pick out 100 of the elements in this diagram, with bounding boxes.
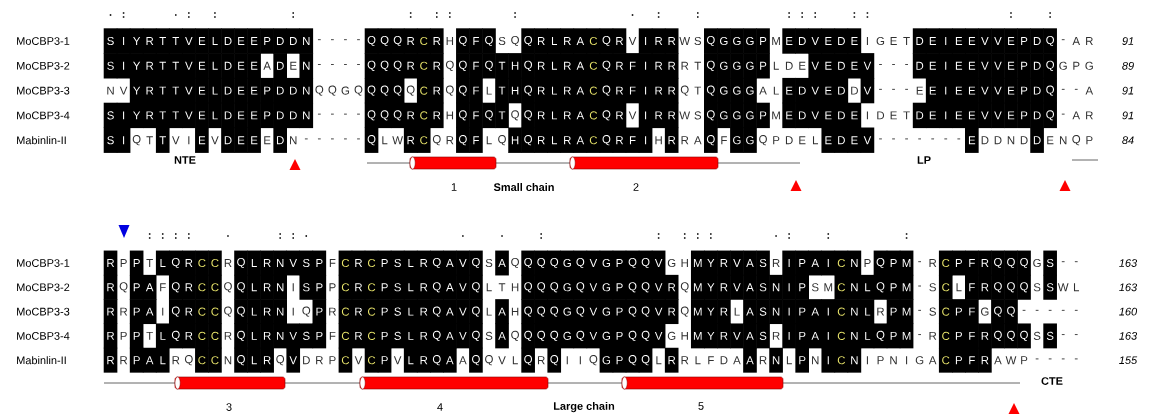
shaded-residue: E xyxy=(965,102,979,129)
residue: R xyxy=(1086,111,1093,120)
shaded-residue: E xyxy=(234,102,248,129)
residue: - xyxy=(1048,358,1052,360)
shaded-residue: S xyxy=(103,53,118,79)
residue: H xyxy=(446,37,454,45)
residue: L xyxy=(656,356,662,365)
shaded-residue: Q xyxy=(991,274,1005,300)
chain-label: Small chain xyxy=(493,183,554,192)
shaded-residue: Q xyxy=(991,323,1005,349)
residue: P xyxy=(773,136,780,145)
chain-label: Large chain xyxy=(554,401,615,413)
shaded-residue: I xyxy=(782,299,796,325)
shaded-residue: V xyxy=(730,250,744,276)
residue: - xyxy=(344,64,347,65)
shaded-residue: D xyxy=(795,28,809,54)
shaded-residue: V xyxy=(456,250,470,276)
shaded-residue: R xyxy=(560,102,575,129)
residue-count: 163 xyxy=(1119,332,1138,340)
shaded-residue: S xyxy=(299,323,314,349)
shaded-residue: P xyxy=(260,28,274,54)
shaded-residue: G xyxy=(730,127,744,153)
shaded-residue: V xyxy=(182,77,196,104)
shaded-residue: R xyxy=(103,347,118,373)
shaded-residue: C xyxy=(834,274,849,300)
shaded-residue: G xyxy=(560,323,575,349)
residue: - xyxy=(357,113,360,115)
residue: W xyxy=(679,37,691,45)
residue: - xyxy=(317,39,321,41)
shaded-residue: D xyxy=(273,127,287,153)
residue: A xyxy=(694,136,702,145)
shaded-residue: R xyxy=(182,250,196,276)
shaded-residue: L xyxy=(208,102,222,129)
shaded-residue: G xyxy=(730,28,744,54)
conservation-mark: : xyxy=(657,233,660,239)
shaded-residue: S xyxy=(299,274,314,300)
conservation-mark: : xyxy=(905,233,908,239)
shaded-residue: R xyxy=(260,274,274,300)
shaded-residue: F xyxy=(469,102,483,129)
shaded-residue: F xyxy=(965,299,979,325)
shaded-residue: Q xyxy=(547,347,562,373)
conservation-mark: . xyxy=(501,235,503,237)
shaded-residue: N xyxy=(299,28,314,54)
residue: P xyxy=(329,283,336,292)
shaded-residue: V xyxy=(286,323,301,349)
shaded-residue: V xyxy=(860,77,875,104)
shaded-residue: R xyxy=(664,347,679,373)
shaded-residue: Q xyxy=(1004,274,1018,300)
shaded-residue: P xyxy=(795,250,809,276)
conservation-mark: : xyxy=(214,12,216,18)
shaded-residue: E xyxy=(965,127,979,153)
residue: L xyxy=(382,136,388,145)
residue: N xyxy=(224,356,232,365)
shaded-residue: N xyxy=(273,299,287,325)
residue: R xyxy=(681,136,689,145)
shaded-residue: H xyxy=(508,127,522,153)
shaded-residue: D xyxy=(221,127,235,153)
conservation-mark: : xyxy=(188,233,190,239)
residue: Q xyxy=(589,355,598,366)
residue: H xyxy=(511,283,519,292)
shaded-residue: Q xyxy=(1004,299,1018,325)
residue: T xyxy=(146,259,153,267)
residue: S xyxy=(1033,283,1041,292)
residue: G xyxy=(1033,258,1041,268)
shaded-residue: L xyxy=(247,323,261,349)
residue: E xyxy=(916,86,923,95)
shaded-residue: Q xyxy=(234,347,248,373)
shaded-residue: V xyxy=(808,28,823,54)
residue: S xyxy=(811,283,819,292)
conservation-mark: : xyxy=(683,233,686,239)
residue: A xyxy=(263,61,271,70)
residue: I xyxy=(906,356,908,365)
shaded-residue: D xyxy=(273,102,287,129)
residue: R xyxy=(120,307,128,316)
shaded-residue: E xyxy=(782,77,796,104)
shaded-residue: L xyxy=(547,127,562,153)
residue: Q xyxy=(132,135,141,146)
shaded-residue: D xyxy=(221,28,235,54)
residue: - xyxy=(918,285,922,287)
shaded-residue: E xyxy=(782,102,796,129)
shaded-residue: Q xyxy=(482,53,496,79)
residue: P xyxy=(877,356,884,365)
residue: H xyxy=(655,136,662,145)
residue: F xyxy=(160,283,166,292)
residue: P xyxy=(120,331,127,340)
conservation-mark: : xyxy=(175,233,177,239)
residue: T xyxy=(903,111,910,120)
shaded-residue: Q xyxy=(1017,250,1031,276)
shaded-residue: R xyxy=(560,28,575,54)
residue: L xyxy=(486,136,492,145)
residue: R xyxy=(120,356,128,365)
conservation-mark: : xyxy=(292,12,294,18)
shaded-residue: A xyxy=(495,250,509,276)
residue-count: 89 xyxy=(1122,61,1134,70)
residue: G xyxy=(876,36,885,46)
shaded-residue: F xyxy=(469,53,483,79)
residue: - xyxy=(1035,358,1039,360)
shaded-residue: S xyxy=(1043,250,1057,276)
shaded-residue: G xyxy=(743,102,757,129)
residue: - xyxy=(1074,309,1078,311)
